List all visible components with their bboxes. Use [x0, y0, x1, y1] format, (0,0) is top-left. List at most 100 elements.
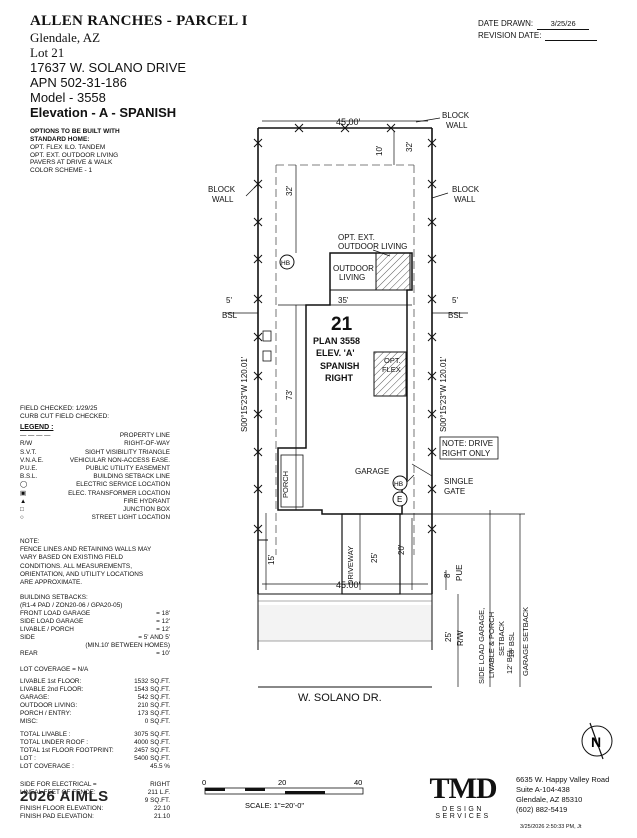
house-width-dim: 35'	[338, 296, 349, 305]
setback-lines	[275, 164, 415, 555]
total-row: TOTAL UNDER ROOF :4000 SQ.FT.	[20, 739, 170, 746]
drive-note-1: NOTE: DRIVE	[442, 439, 493, 448]
transformer-icon: ▣	[20, 489, 26, 497]
lot-number: 21	[331, 314, 353, 335]
setback-row: SIDE LOAD GARAGE= 12'	[20, 618, 170, 625]
city-label: Glendale, AZ	[30, 30, 101, 45]
fence-note: NOTE: FENCE LINES AND RETAINING WALLS MA…	[20, 538, 152, 587]
front-15-dim: 15'	[267, 554, 276, 565]
porch-label: PORCH	[281, 471, 290, 498]
options-title-2: STANDARD HOME:	[30, 135, 90, 143]
setback-row: FRONT LOAD GARAGE= 18'	[20, 610, 170, 617]
opt-flex-hatch	[373, 351, 407, 397]
legend-row: V.N.A.E.VEHICULAR NON-ACCESS EASE.	[20, 456, 170, 464]
block-wall-top-2: WALL	[446, 121, 468, 130]
opt-flex-label-1: OPT.	[384, 356, 401, 365]
hb-label-rear: HB	[281, 260, 290, 267]
top-width-dim: 45.00'	[336, 117, 361, 127]
legend-row: — — — —PROPERTY LINE	[20, 432, 170, 440]
setback-row: LIVABLE / PORCH= 12'	[20, 626, 170, 633]
area-row: MISC:0 SQ.FT.	[20, 718, 170, 725]
options-title-1: OPTIONS TO BE BUILT WITH	[30, 128, 120, 135]
property-line-symbol: — — — —	[20, 432, 51, 440]
setbacks-sub: (R1-4 PAD / ZON20-06 / GPA20-05)	[20, 602, 123, 609]
hose-bib-icon	[392, 475, 408, 491]
single-gate-1: SINGLE	[444, 477, 473, 486]
legend-row: S.V.T.SIGHT VISIBILITY TRIANGLE	[20, 448, 170, 456]
option-item: PAVERS AT DRIVE & WALK	[30, 159, 113, 166]
scale-tick-20: 20	[278, 778, 286, 787]
legend-title: LEGEND :	[20, 424, 54, 431]
legend-row: ▣ELEC. TRANSFORMER LOCATION	[20, 489, 170, 497]
ac-unit-icon	[262, 350, 272, 362]
street-name: W. SOLANO DR.	[298, 692, 382, 704]
bsl-12: 12' BSL	[505, 648, 514, 674]
block-wall-left-1: BLOCK	[208, 185, 236, 194]
opt-flex-label-2: FLEX	[382, 365, 401, 374]
block-wall-right-2: WALL	[454, 195, 476, 204]
bottom-width-dim: 45.00'	[336, 580, 361, 590]
setbacks-title: BUILDING SETBACKS:	[20, 594, 88, 601]
block-wall-right-1: BLOCK	[452, 185, 480, 194]
field-check-block: FIELD CHECKED: 1/29/25 CURB CUT FIELD CH…	[20, 405, 109, 421]
option-item: OPT. EXT. OUTDOOR LIVING	[30, 151, 119, 159]
pue-tag: PUE	[455, 565, 464, 581]
date-block: DATE DRAWN:3/25/26 REVISION DATE:	[478, 18, 598, 41]
left-bearing: S00°15'23"W 120.01'	[240, 356, 249, 432]
curb-cut-checked: CURB CUT FIELD CHECKED:	[20, 413, 110, 420]
style-name-2: RIGHT	[325, 373, 354, 383]
block-wall-top-1: BLOCK	[442, 111, 470, 120]
field-checked: FIELD CHECKED: 1/29/25	[20, 405, 98, 412]
right-bsl-dim: 5'	[452, 296, 458, 305]
outdoor-label-2: LIVING	[339, 273, 365, 282]
revision-date-value	[545, 30, 598, 41]
scale-tick-0: 0	[202, 778, 206, 787]
single-gate-2: GATE	[444, 487, 465, 496]
left-bsl-dim: 5'	[226, 296, 232, 305]
setback-row: SIDE= 5' AND 5'	[20, 634, 170, 641]
side-load-note-1: SIDE LOAD GARAGE,	[477, 608, 486, 684]
garage-setback-label: GARAGE SETBACK	[521, 607, 530, 676]
scale-tick-40: 40	[354, 778, 362, 787]
legend-row: □JUNCTION BOX	[20, 506, 170, 514]
elevation-label: Elevation - A - SPANISH	[30, 105, 177, 120]
footer-row: FINISH PAD ELEVATION:21.10	[20, 813, 170, 820]
house-depth-dim: 73'	[285, 389, 294, 400]
rear-setback-dim: 32'	[285, 185, 294, 196]
opt-ext-label-2: OUTDOOR LIVING	[338, 242, 407, 251]
apn-label: APN 502-31-186	[30, 75, 127, 90]
date-drawn-value: 3/25/26	[537, 18, 590, 30]
area-row: GARAGE:542 SQ.FT.	[20, 694, 170, 701]
option-item: COLOR SCHEME - 1	[30, 166, 93, 174]
fire-hydrant-icon: ▲	[20, 497, 27, 505]
watermark: 2026 AIMLS	[20, 788, 109, 805]
rear-bsl-dim: 10'	[375, 145, 384, 156]
legend-row: ◯ELECTRIC SERVICE LOCATION	[20, 481, 170, 489]
area-row: PORCH / ENTRY:173 SQ.FT.	[20, 710, 170, 717]
footer-row: SIDE FOR ELECTRICAL =RIGHT	[20, 781, 170, 788]
options-list: OPTIONS TO BE BUILT WITH STANDARD HOME: …	[30, 128, 120, 174]
electric-service-icon	[392, 491, 408, 507]
north-arrow-icon: N	[581, 722, 613, 760]
north-label: N	[591, 734, 601, 750]
bsl-18: 18' BSL	[507, 632, 516, 658]
side-load-note-3: SETBACK	[497, 621, 506, 656]
lot-label: Lot 21	[30, 45, 65, 60]
logo-mark: TMD	[429, 772, 498, 805]
style-name-1: SPANISH	[320, 361, 359, 371]
hb-label-front: HB	[394, 481, 403, 488]
hose-bib-icon	[279, 254, 295, 270]
building-setbacks: BUILDING SETBACKS: (R1-4 PAD / ZON20-06 …	[20, 594, 170, 658]
scale-label: SCALE: 1"=20'-0"	[245, 801, 304, 810]
model-label: Model - 3558	[30, 90, 106, 105]
footer-row: LINEAL FEET OF FENCE:211 L.F.	[20, 789, 170, 796]
lot-coverage-na: LOT COVERAGE = N/A	[20, 666, 89, 673]
ac-unit-icon	[262, 330, 272, 342]
title-block: ALLEN RANCHES - PARCEL I Glendale, AZ Lo…	[30, 12, 248, 120]
rw-tag: R/W	[456, 630, 465, 646]
drive-note-2: RIGHT ONLY	[442, 449, 491, 458]
company-contact: 6635 W. Happy Valley Road Suite A-104-43…	[516, 775, 610, 814]
